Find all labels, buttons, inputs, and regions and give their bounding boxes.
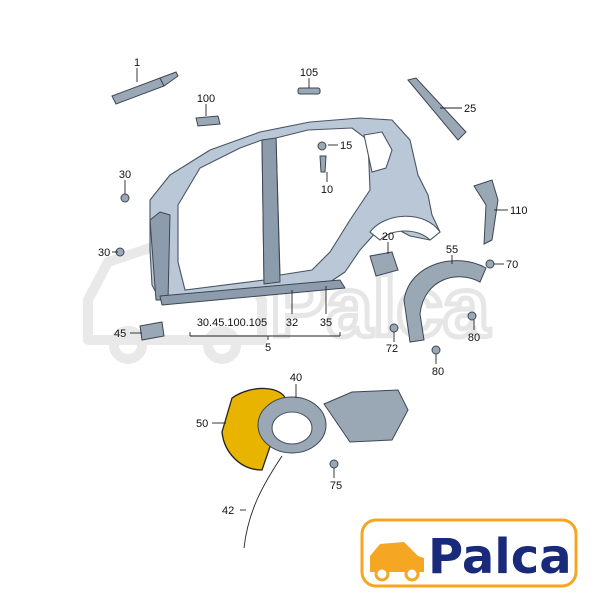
callout-30-upper: 30 — [119, 169, 131, 181]
callout-25: 25 — [464, 103, 476, 115]
part-15-bolt — [317, 141, 327, 151]
callout-20: 20 — [382, 231, 394, 243]
callout-45: 45 — [114, 328, 126, 340]
leader-lines — [112, 68, 508, 511]
callout-group-30-45-100-105: 30.45.100.105 — [197, 317, 267, 329]
callout-80-upper: 80 — [468, 332, 480, 344]
part-100-clip — [195, 115, 221, 127]
logo-car-icon — [370, 542, 424, 582]
palca-logo: Palca — [360, 518, 578, 588]
callout-110: 110 — [510, 205, 528, 217]
part-10-bolt — [319, 155, 327, 173]
callout-30-lower: 30 — [98, 247, 110, 259]
side-panel — [149, 117, 441, 306]
part-80-clip-upper — [467, 311, 477, 321]
logo-text: Palca — [428, 529, 572, 585]
callout-10: 10 — [321, 184, 333, 196]
logo-frame — [360, 518, 578, 588]
callout-70: 70 — [506, 259, 518, 271]
part-105-clip — [297, 87, 321, 95]
part-110-bracket — [473, 179, 499, 245]
callout-50: 50 — [196, 418, 208, 430]
part-70-clip — [485, 259, 495, 269]
callout-105: 105 — [300, 67, 318, 79]
callout-15: 15 — [340, 140, 352, 152]
callout-55: 55 — [446, 244, 458, 256]
part-25-strip — [407, 77, 467, 141]
callout-40: 40 — [290, 372, 302, 384]
part-1-sealant-tube — [111, 71, 179, 105]
part-45-bracket — [139, 321, 165, 341]
callout-32: 32 — [286, 317, 298, 329]
part-80-clip-lower — [431, 345, 441, 355]
fuel-door-assembly — [221, 387, 409, 549]
part-30-fastener-upper — [120, 193, 130, 203]
callouts: 1 105 100 25 15 10 30 110 20 55 30 70 45… — [98, 57, 528, 517]
callout-75: 75 — [330, 480, 342, 492]
callout-100: 100 — [197, 93, 215, 105]
callout-1: 1 — [134, 57, 140, 69]
part-55-arch-liner — [403, 260, 487, 343]
callout-35: 35 — [320, 317, 332, 329]
callout-72: 72 — [386, 343, 398, 355]
part-42-cable — [243, 455, 283, 549]
part-40-fuel-door-lid — [323, 389, 409, 443]
callout-5: 5 — [265, 342, 271, 354]
part-75-screw — [329, 459, 339, 469]
part-72-clip — [389, 323, 399, 333]
callout-80-lower: 80 — [432, 366, 444, 378]
part-20-housing — [369, 251, 399, 277]
callout-42: 42 — [222, 505, 234, 517]
